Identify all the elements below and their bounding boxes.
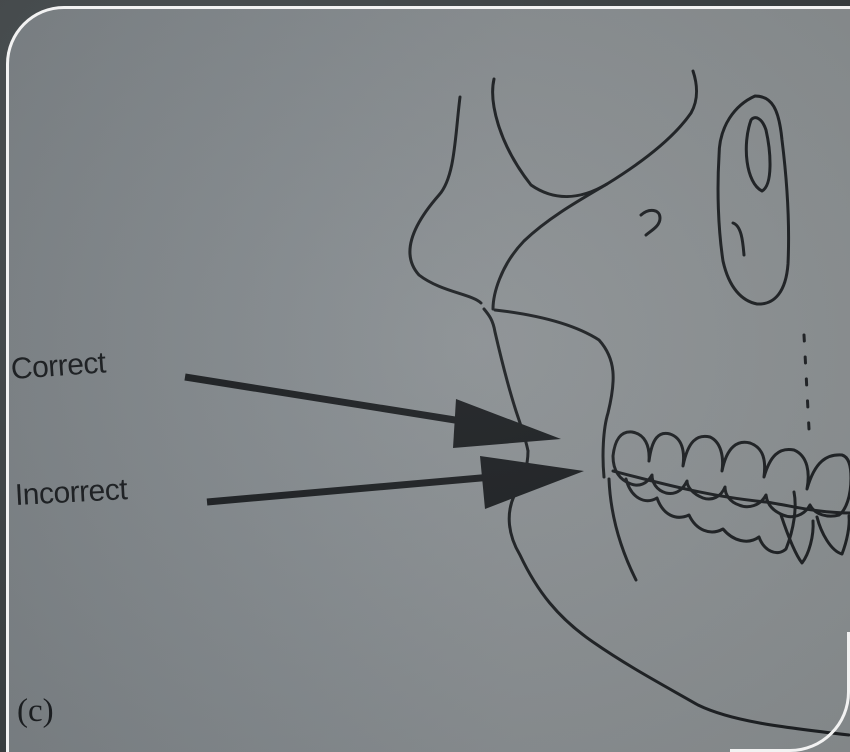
incorrect-label: Incorrect xyxy=(14,473,128,513)
skull-profile-diagram xyxy=(9,9,850,752)
teeth-row xyxy=(613,432,850,517)
panel-label: (c) xyxy=(17,693,54,730)
correct-label: Correct xyxy=(10,346,107,387)
correct-arrow xyxy=(185,377,561,448)
canine-tooth xyxy=(781,515,813,563)
occlusal-line xyxy=(613,471,850,513)
incorrect-arrow xyxy=(207,456,584,509)
dotted-reference-line xyxy=(804,335,809,429)
frame-corner xyxy=(730,632,850,752)
soft-tissue-profile xyxy=(495,310,613,477)
ear-inner xyxy=(746,118,770,191)
ear-lobe xyxy=(733,223,744,255)
lower-canine-tooth xyxy=(817,516,849,554)
orbit-mark xyxy=(641,210,660,235)
maxilla-line xyxy=(493,184,607,309)
frontal-outline xyxy=(493,71,697,197)
lower-teeth-row xyxy=(626,479,795,553)
photo-frame: Correct Incorrect (c) xyxy=(6,6,850,752)
ear-outline xyxy=(718,96,789,304)
nasal-bone-line xyxy=(410,97,481,303)
